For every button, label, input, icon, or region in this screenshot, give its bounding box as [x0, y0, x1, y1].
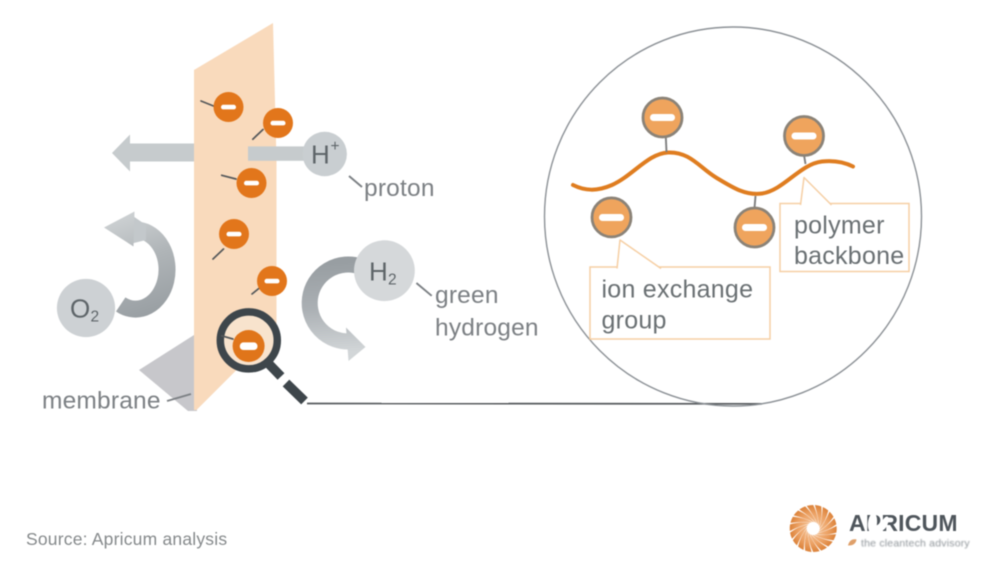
- svg-text:membrane: membrane: [42, 388, 161, 415]
- svg-text:+: +: [331, 138, 340, 155]
- svg-text:2: 2: [388, 272, 397, 289]
- svg-text:polymer: polymer: [794, 212, 885, 240]
- svg-text:H: H: [311, 140, 330, 170]
- svg-text:the cleantech advisory: the cleantech advisory: [861, 538, 970, 550]
- svg-text:ion exchange: ion exchange: [602, 276, 754, 304]
- svg-text:group: group: [602, 307, 667, 335]
- svg-text:Source: Apricum analysis: Source: Apricum analysis: [26, 529, 227, 549]
- svg-text:O: O: [70, 294, 90, 324]
- svg-text:2: 2: [91, 309, 100, 326]
- svg-text:APRICUM: APRICUM: [849, 510, 958, 536]
- svg-text:backbone: backbone: [794, 242, 904, 270]
- svg-text:proton: proton: [364, 175, 435, 202]
- svg-text:green: green: [435, 282, 499, 309]
- svg-text:hydrogen: hydrogen: [435, 315, 539, 342]
- svg-text:H: H: [369, 257, 388, 287]
